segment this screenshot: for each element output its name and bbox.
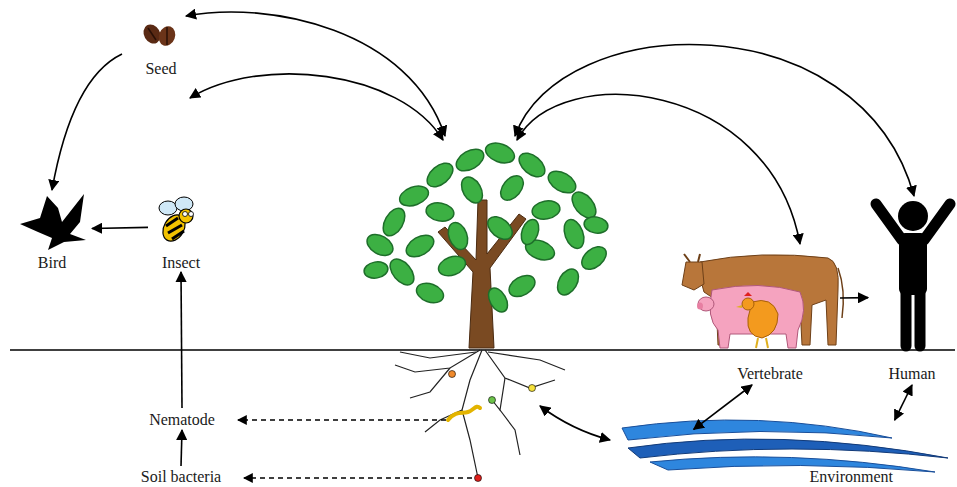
tree-illustration <box>363 139 611 481</box>
labelled-node: Nematode <box>132 408 232 430</box>
tree-insect-arc <box>190 74 443 140</box>
labelled-node: Human <box>868 195 956 385</box>
labelled-node: Vertebrate <box>680 235 840 385</box>
environment-water <box>622 420 948 472</box>
labelled-node: Insect <box>148 195 214 272</box>
node-label: Vertebrate <box>737 364 803 383</box>
labelled-node: Soil bacteria <box>120 466 242 487</box>
node-label: Soil bacteria <box>141 467 221 486</box>
human-icon <box>876 201 950 346</box>
tree-seed-arc <box>186 12 445 136</box>
connector-arrow <box>181 430 182 466</box>
bird-icon <box>20 194 86 250</box>
ground-line <box>10 349 955 351</box>
connector-arrow <box>92 227 148 228</box>
seed-icon <box>140 21 178 48</box>
connector-arrow <box>694 385 752 429</box>
connector-arrow <box>181 272 182 408</box>
node-label: Nematode <box>149 410 215 429</box>
node-label: Insect <box>162 253 200 272</box>
node-label: Environment <box>809 467 893 486</box>
root-nematode-arrow <box>238 419 446 420</box>
labelled-node: Bird <box>12 190 92 272</box>
tree-vertebrate-arc <box>517 94 800 244</box>
insect-icon <box>158 197 193 245</box>
labelled-node: Environment <box>620 415 955 487</box>
node-label: Seed <box>145 59 176 78</box>
labelled-node: Seed <box>122 18 200 78</box>
node-label: Human <box>888 364 935 383</box>
root-environment-arrow <box>540 406 610 440</box>
root-bacteria-arrow <box>244 477 472 478</box>
vertebrate-icon <box>682 254 843 348</box>
connector-arrow <box>895 385 912 420</box>
connector-arrow <box>52 54 122 190</box>
tree-human-arc <box>515 45 914 196</box>
node-label: Bird <box>38 253 66 272</box>
connector-arrow <box>840 297 868 299</box>
